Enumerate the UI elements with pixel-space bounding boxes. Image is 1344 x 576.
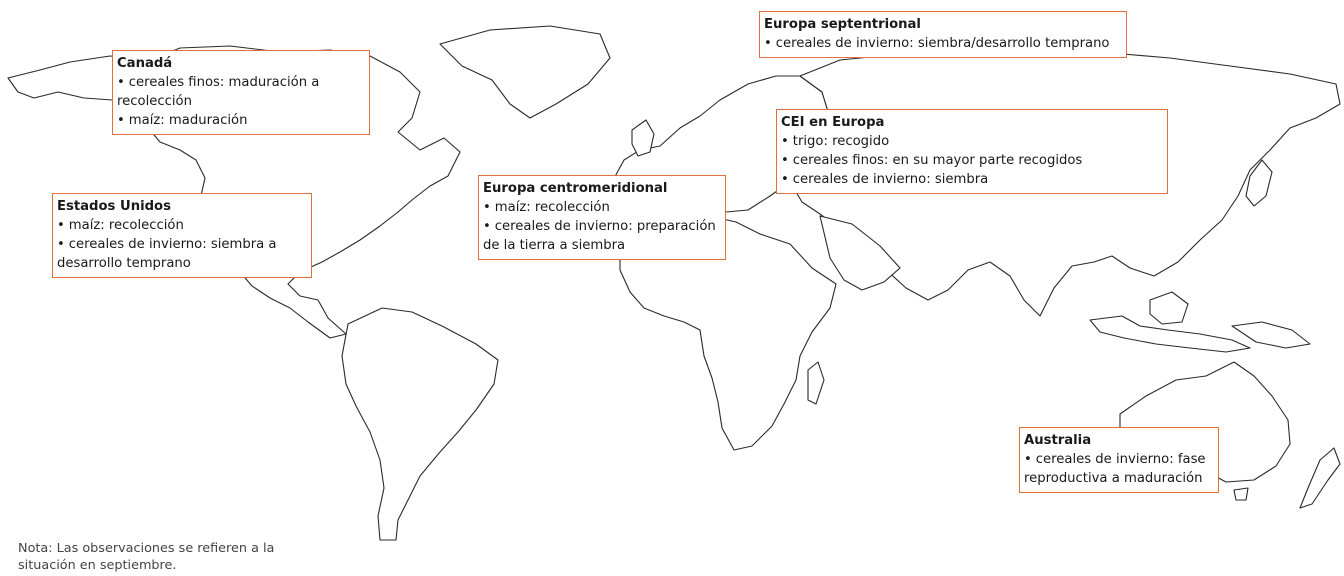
- tasmania-landmass: [1233, 487, 1249, 501]
- region-box-canada: Canadá •cereales finos: maduración a rec…: [112, 50, 370, 135]
- region-box-united-states: Estados Unidos •maíz: recolección •cerea…: [52, 193, 312, 278]
- region-item-text: maíz: recolección: [68, 218, 184, 233]
- region-item: •cereales de invierno: preparación de la…: [483, 217, 719, 255]
- indonesia-landmass: [1089, 315, 1251, 353]
- region-title: Australia: [1024, 433, 1092, 448]
- footnote: Nota: Las observaciones se refieren a la…: [18, 541, 275, 573]
- region-item: •trigo: recogido: [781, 132, 1161, 151]
- bullet-icon: •: [764, 36, 772, 51]
- region-title: CEI en Europa: [781, 115, 885, 130]
- region-title: Canadá: [117, 56, 173, 71]
- region-title: Europa centromeridional: [483, 181, 668, 196]
- bullet-icon: •: [1024, 452, 1032, 467]
- region-item: •cereales finos: en su mayor parte recog…: [781, 151, 1161, 170]
- region-item: •maíz: recolección: [57, 216, 305, 235]
- bullet-icon: •: [57, 237, 65, 252]
- bullet-icon: •: [781, 134, 789, 149]
- region-item-text: trigo: recogido: [792, 134, 890, 149]
- region-item: •cereales finos: maduración a recolecció…: [117, 73, 363, 111]
- new-guinea-landmass: [1231, 321, 1311, 349]
- region-item-text: maíz: maduración: [128, 113, 248, 128]
- region-title: Europa septentrional: [764, 17, 921, 32]
- region-item: •maíz: recolección: [483, 198, 719, 217]
- new-zealand-landmass: [1299, 447, 1341, 509]
- region-item-text: cereales de invierno: fase reproductiva …: [1024, 452, 1206, 486]
- region-item-text: cereales de invierno: siembra/desarrollo…: [775, 36, 1110, 51]
- madagascar-landmass: [807, 361, 825, 405]
- bullet-icon: •: [117, 75, 125, 90]
- region-item-text: cereales de invierno: preparación de la …: [483, 219, 716, 253]
- region-box-australia: Australia •cereales de invierno: fase re…: [1019, 427, 1219, 493]
- bullet-icon: •: [483, 200, 491, 215]
- region-item-text: cereales de invierno: siembra: [792, 172, 989, 187]
- region-item-text: maíz: recolección: [494, 200, 610, 215]
- bullet-icon: •: [117, 113, 125, 128]
- japan-landmass: [1245, 159, 1273, 207]
- bullet-icon: •: [781, 153, 789, 168]
- region-item-text: cereales de invierno: siembra a desarrol…: [57, 237, 277, 271]
- region-item: •cereales de invierno: siembra/desarroll…: [764, 34, 1120, 53]
- region-item-text: cereales finos: maduración a recolección: [117, 75, 320, 109]
- region-box-central-south-europe: Europa centromeridional •maíz: recolecci…: [478, 175, 726, 260]
- bullet-icon: •: [57, 218, 65, 233]
- arabian-peninsula-landmass: [819, 215, 901, 291]
- region-item: •maíz: maduración: [117, 111, 363, 130]
- region-item-text: cereales finos: en su mayor parte recogi…: [792, 153, 1083, 168]
- region-box-cis-europe: CEI en Europa •trigo: recogido •cereales…: [776, 109, 1168, 194]
- borneo-landmass: [1149, 291, 1189, 325]
- region-item: •cereales de invierno: siembra a desarro…: [57, 235, 305, 273]
- region-box-northern-europe: Europa septentrional •cereales de invier…: [759, 11, 1127, 58]
- bullet-icon: •: [781, 172, 789, 187]
- region-item: •cereales de invierno: siembra: [781, 170, 1161, 189]
- region-item: •cereales de invierno: fase reproductiva…: [1024, 450, 1212, 488]
- africa-landmass: [619, 213, 837, 451]
- british-isles-landmass: [631, 119, 655, 157]
- region-title: Estados Unidos: [57, 199, 171, 214]
- south-america-landmass: [341, 307, 499, 541]
- bullet-icon: •: [483, 219, 491, 234]
- greenland-landmass: [439, 25, 611, 119]
